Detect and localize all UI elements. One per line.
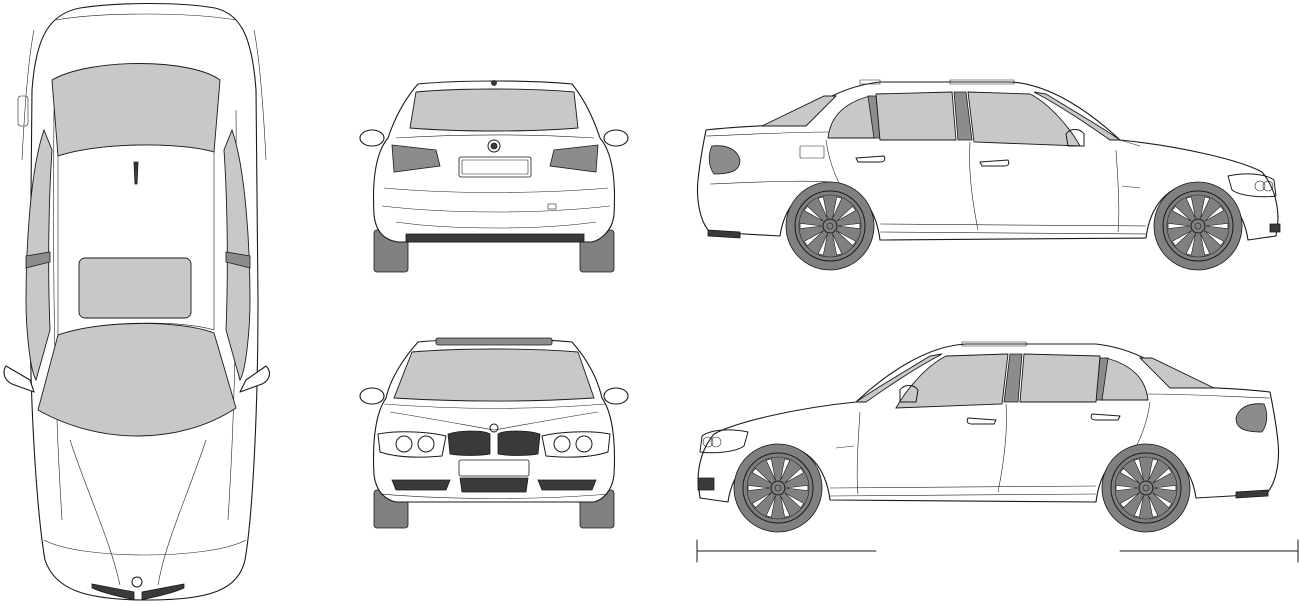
- dimension-line-right: [1119, 539, 1299, 563]
- left-rear-window: [1138, 357, 1215, 389]
- dimension-line-left: [696, 539, 877, 563]
- top-rear-window: [51, 63, 221, 157]
- left-side-view: [697, 341, 1280, 533]
- brand-roundel-icon: [489, 423, 499, 433]
- right-rear-wheel: [785, 181, 875, 271]
- top-sunroof: [78, 257, 192, 319]
- front-windshield: [393, 348, 595, 402]
- dimension-lines: [696, 539, 1299, 563]
- left-rear-door-main-window: [1019, 353, 1101, 403]
- left-front-wheel: [733, 443, 823, 533]
- left-front-door-window: [895, 353, 1009, 409]
- front-view: [359, 337, 629, 529]
- right-front-wheel: [1153, 181, 1243, 271]
- right-windshield-edge: [1033, 91, 1122, 141]
- top-windshield: [37, 323, 237, 437]
- right-rear-door-main-window: [875, 91, 957, 141]
- kidney-grille-icon: [447, 430, 541, 456]
- brand-roundel-icon: [131, 576, 143, 588]
- left-rear-wheel: [1101, 443, 1191, 533]
- rear-window: [409, 88, 579, 132]
- top-view: [3, 2, 271, 601]
- brand-roundel-icon: [487, 139, 501, 153]
- right-side-view: [696, 79, 1281, 271]
- rear-view: [359, 80, 629, 273]
- right-rear-window: [761, 95, 838, 127]
